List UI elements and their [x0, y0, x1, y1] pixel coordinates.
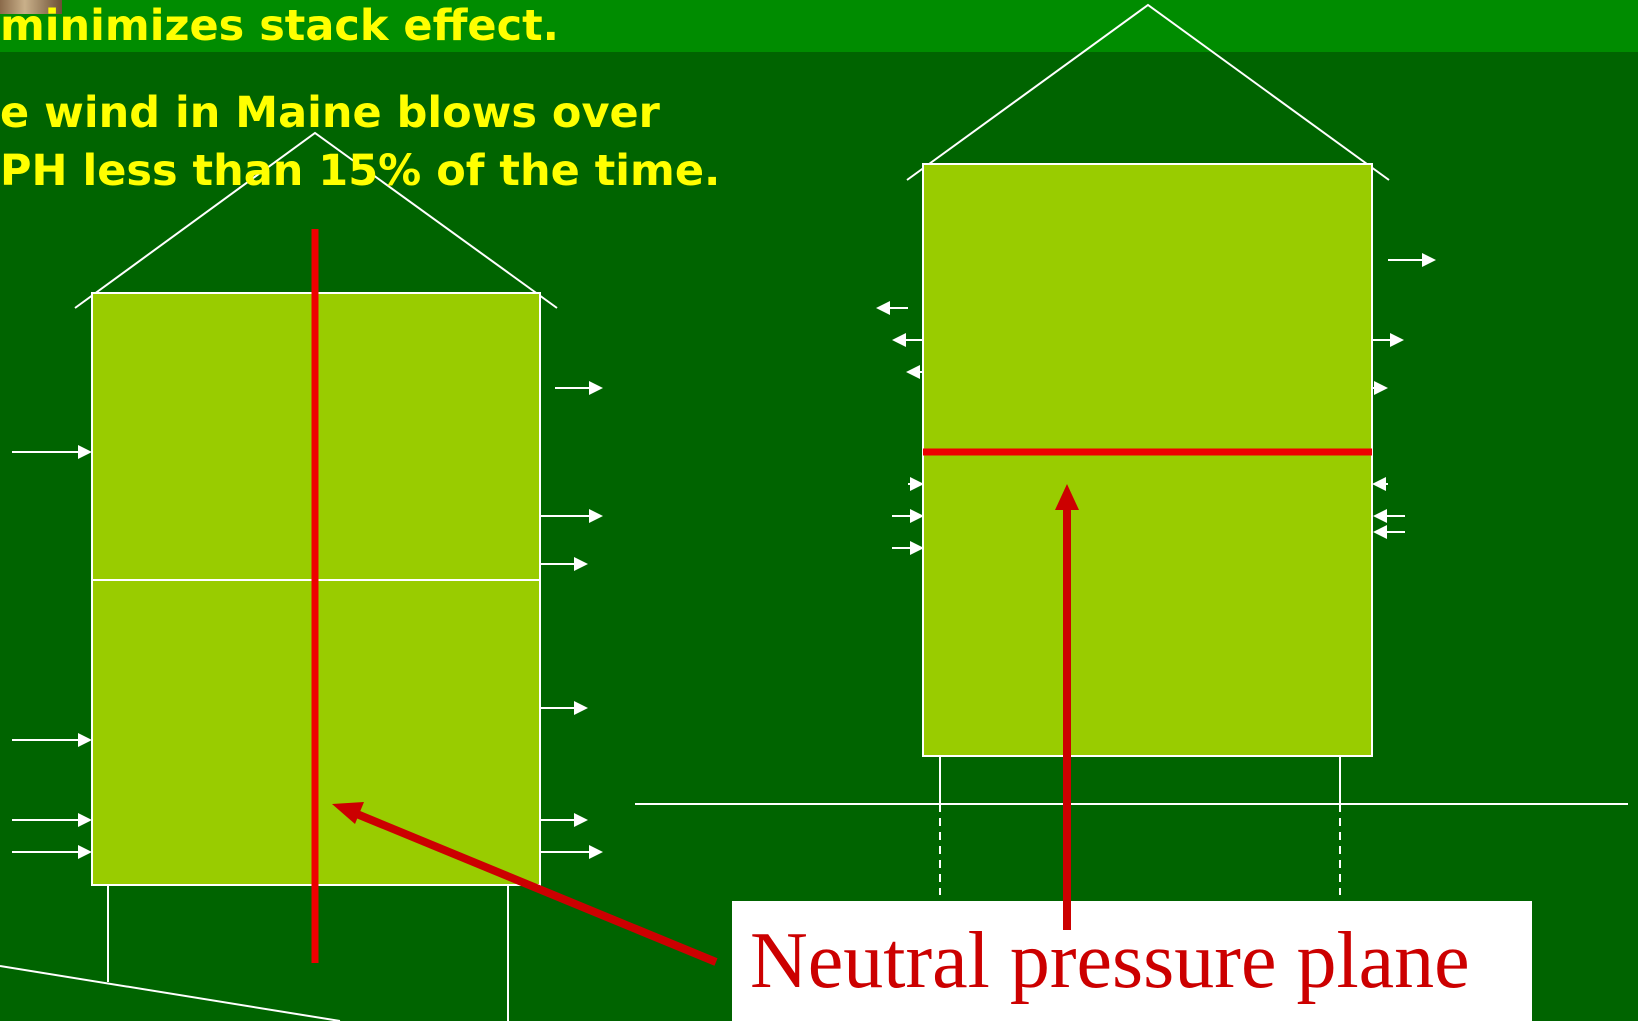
airflow-arrow: [908, 477, 924, 491]
airflow-arrow: [12, 813, 92, 827]
callout-label: Neutral pressure plane: [750, 917, 1470, 1005]
airflow-arrow: [12, 445, 92, 459]
left-building-roof: [74, 131, 558, 309]
airflow-arrow-head: [589, 845, 603, 859]
airflow-arrow-head: [1373, 509, 1387, 523]
header-band: [0, 0, 1638, 52]
airflow-arrow-head: [892, 333, 906, 347]
left-ground-line: [0, 965, 341, 1021]
slide-title-line-3: PH less than 15% of the time.: [0, 146, 721, 196]
airflow-arrow: [892, 333, 922, 347]
airflow-arrow-head: [906, 365, 920, 379]
thumbnail-image: [0, 0, 62, 14]
airflow-arrow: [876, 301, 908, 315]
airflow-arrow-head: [910, 477, 924, 491]
airflow-arrow: [1388, 253, 1436, 267]
airflow-arrow: [1372, 333, 1404, 347]
airflow-arrow-head: [589, 509, 603, 523]
airflow-arrow-head: [78, 445, 92, 459]
airflow-arrow: [906, 365, 923, 379]
airflow-arrow-head: [78, 845, 92, 859]
slide-title-line-1: minimizes stack effect.: [0, 1, 559, 51]
airflow-arrow-head: [574, 557, 588, 571]
airflow-arrow: [1373, 525, 1405, 539]
left-building: [0, 131, 558, 1021]
airflow-arrow: [540, 845, 603, 859]
airflow-arrow-head: [910, 541, 924, 555]
airflow-arrow-head: [574, 701, 588, 715]
airflow-arrow: [1372, 381, 1388, 395]
airflow-arrow-head: [1390, 333, 1404, 347]
airflow-arrow: [540, 701, 588, 715]
right-building: [635, 3, 1628, 895]
airflow-arrow-head: [1374, 381, 1388, 395]
airflow-arrow: [892, 509, 924, 523]
slide-title-line-2: e wind in Maine blows over: [0, 88, 660, 138]
airflow-arrow-head: [78, 733, 92, 747]
right-building-roof: [906, 3, 1390, 181]
airflow-arrow: [12, 733, 92, 747]
airflow-arrow-head: [1372, 477, 1386, 491]
airflow-arrow: [555, 381, 603, 395]
airflow-arrow-head: [910, 509, 924, 523]
airflow-arrow-head: [1373, 525, 1387, 539]
airflow-arrow-head: [1422, 253, 1436, 267]
airflow-arrow: [540, 813, 588, 827]
airflow-arrow: [12, 845, 92, 859]
airflow-arrow-head: [574, 813, 588, 827]
airflow-arrow: [892, 541, 924, 555]
airflow-arrow: [540, 557, 588, 571]
airflow-arrow: [1373, 509, 1405, 523]
right-building-body: [922, 163, 1373, 757]
airflow-arrow-head: [876, 301, 890, 315]
airflow-arrow: [1372, 477, 1388, 491]
airflow-arrow-head: [78, 813, 92, 827]
callout-box: Neutral pressure plane: [732, 901, 1532, 1021]
airflow-arrow: [540, 509, 603, 523]
airflow-arrow-head: [589, 381, 603, 395]
